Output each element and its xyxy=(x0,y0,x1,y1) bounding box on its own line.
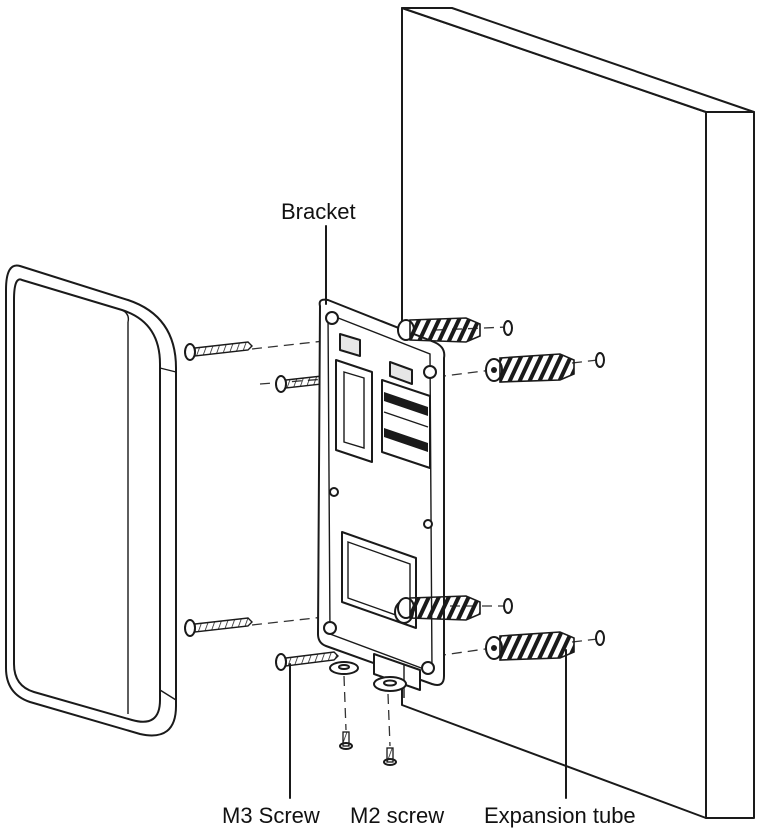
m3-screw-label: M3 Screw xyxy=(222,803,320,828)
m3-screw-top-left xyxy=(184,341,253,361)
expansion-tube-bottom-front xyxy=(485,630,605,661)
m2-screw-label: M2 screw xyxy=(350,803,444,828)
washer-left xyxy=(329,661,359,675)
washer-right xyxy=(373,676,407,692)
device-unit xyxy=(5,264,177,737)
m2-screw-left xyxy=(339,731,353,750)
m2-screw-right xyxy=(383,747,397,766)
m3-screw-bottom-left xyxy=(184,617,253,637)
wall xyxy=(401,7,755,819)
m3-screw-bracket-lower xyxy=(275,651,339,671)
callout-leaders xyxy=(289,225,567,799)
bracket xyxy=(317,298,446,698)
bracket-label: Bracket xyxy=(281,199,356,224)
expansion-tube-bottom-back xyxy=(397,595,513,621)
expansion-tube-top-back xyxy=(397,317,513,343)
expansion-tube-top-front xyxy=(485,352,605,383)
expansion-tube-label: Expansion tube xyxy=(484,803,636,828)
